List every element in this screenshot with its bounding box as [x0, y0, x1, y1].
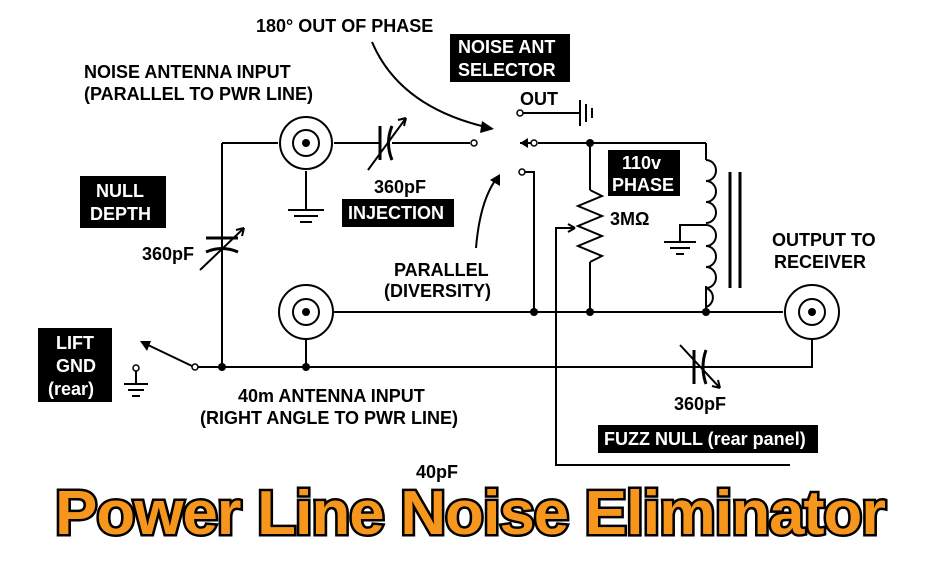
lift-gnd-label: LIFT [56, 333, 94, 353]
output-sublabel: RECEIVER [774, 252, 866, 272]
text-labels: 180° OUT OF PHASE NOISE ANTENNA INPUT (P… [84, 16, 876, 428]
fuzz-cap-value: 360pF [674, 394, 726, 414]
fuzz-null-label: FUZZ NULL (rear panel) [604, 429, 806, 449]
out-label: OUT [520, 89, 558, 109]
ground-symbol-out [579, 100, 593, 126]
annotation-arrows [371, 41, 500, 249]
null-depth-capacitor [199, 227, 245, 271]
transformer [705, 159, 742, 308]
null-depth-sublabel: DEPTH [90, 204, 151, 224]
lower-bus-wire [195, 338, 813, 368]
lift-gnd-sublabel: GND [56, 356, 96, 376]
injection-box: INJECTION [342, 199, 454, 227]
junction-dot [702, 308, 710, 316]
junction-dots [191, 139, 710, 371]
pot-value: 3MΩ [610, 209, 649, 229]
output-connector [784, 284, 840, 340]
phase-box-label: 110v [622, 153, 661, 173]
injection-cap-value: 360pF [374, 177, 426, 197]
lift-gnd-box: LIFT GND (rear) [38, 328, 112, 402]
noise-antenna-connector [279, 116, 333, 170]
ground-symbol-xfmr [664, 241, 696, 255]
antenna-40m-connector [278, 284, 334, 340]
parallel-contact-wire [522, 171, 535, 312]
wiper-wire [555, 227, 790, 466]
null-depth-label: NULL [96, 181, 144, 201]
noise-ant-selector-box: NOISE ANT SELECTOR [450, 34, 570, 82]
switch-contact [191, 363, 199, 371]
junction-dot [302, 363, 310, 371]
phase-note-label: 180° OUT OF PHASE [256, 16, 433, 36]
injection-capacitor [367, 117, 407, 171]
noise-ant-selector-sublabel: SELECTOR [458, 60, 556, 80]
page-title: Power Line Noise Eliminator [55, 479, 886, 548]
phase-box-sublabel: PHASE [612, 175, 674, 195]
phase-box: 110v PHASE [608, 150, 680, 196]
lift-gnd-note: (rear) [48, 379, 94, 399]
junction-dot [586, 139, 594, 147]
fuzz-capacitor [679, 344, 721, 389]
lift-gnd-switch [132, 341, 193, 372]
null-depth-box: NULL DEPTH [80, 176, 166, 228]
phase-potentiometer [567, 189, 605, 263]
output-label: OUTPUT TO [772, 230, 876, 250]
junction-dot [530, 308, 538, 316]
noise-input-label: NOISE ANTENNA INPUT [84, 62, 291, 82]
ant40-sublabel: (RIGHT ANGLE TO PWR LINE) [200, 408, 458, 428]
noise-selector-switch [470, 109, 538, 176]
wiring [195, 112, 813, 466]
null-cap-value: 360pF [142, 244, 194, 264]
injection-label: INJECTION [348, 203, 444, 223]
ant40-label: 40m ANTENNA INPUT [238, 386, 425, 406]
noise-input-sublabel: (PARALLEL TO PWR LINE) [84, 84, 313, 104]
parallel-sublabel: (DIVERSITY) [384, 281, 491, 301]
noise-ant-selector-label: NOISE ANT [458, 37, 555, 57]
cutoff-cap-label: 40pF [416, 462, 458, 482]
fuzz-null-box: FUZZ NULL (rear panel) [598, 425, 818, 453]
parallel-label: PARALLEL [394, 260, 489, 280]
junction-dot [586, 308, 594, 316]
ground-symbol-lift [124, 368, 148, 397]
xfmr-ground-wire [679, 224, 706, 242]
junction-dot [218, 363, 226, 371]
ground-symbol-noise [288, 209, 324, 223]
